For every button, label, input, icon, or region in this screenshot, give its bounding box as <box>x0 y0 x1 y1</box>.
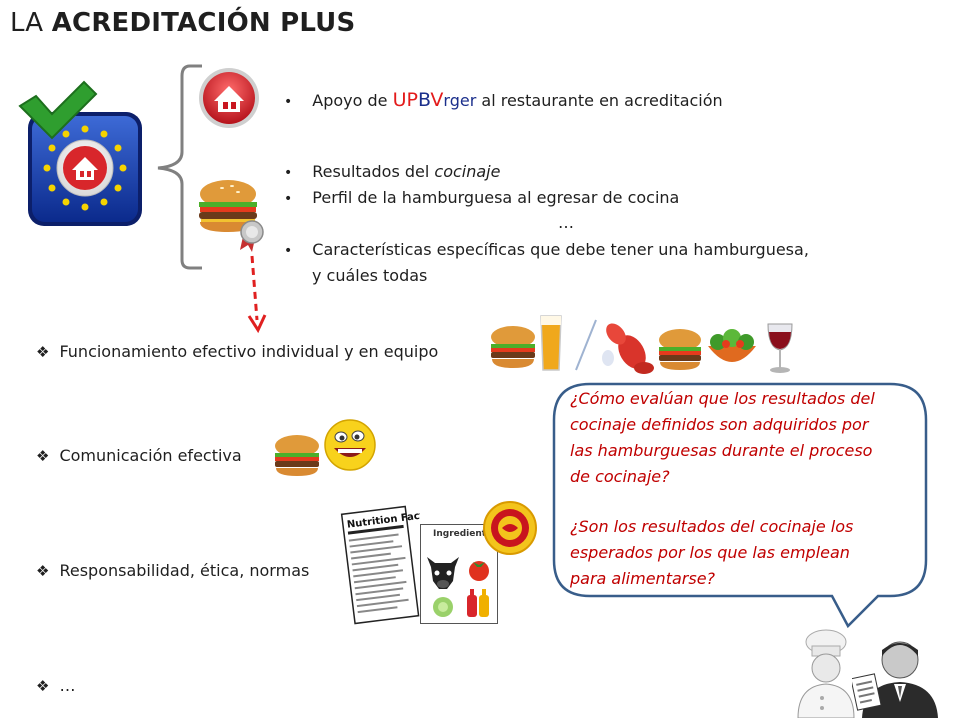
bullet-ellipsis: … <box>558 213 574 232</box>
brace-divider <box>157 64 202 270</box>
item-more: ❖… <box>36 676 76 695</box>
burger-icon <box>275 435 319 476</box>
eu-house-badge-icon <box>18 80 142 226</box>
beer-icon <box>540 315 562 371</box>
ingredients-title: Ingredients <box>433 529 492 539</box>
smiley-icon <box>324 419 376 471</box>
speech-bubble-text: ¿Cómo evalúan que los resultados del coc… <box>570 389 875 588</box>
burger-icon <box>659 329 701 370</box>
burger-icon <box>199 180 264 252</box>
medal-icon <box>240 220 264 252</box>
businessman-icon <box>852 641 938 718</box>
tomato-icon <box>469 561 489 581</box>
dashed-arrow <box>247 255 267 334</box>
bullet-support: •Apoyo de UPBVrger al restaurante en acr… <box>284 89 723 111</box>
bullet-results: •Resultados del cocinaje <box>284 162 501 181</box>
checkmark-icon <box>18 80 98 140</box>
lobster-icon <box>602 323 654 374</box>
page-title: LA ACREDITACIÓN PLUS <box>10 8 356 38</box>
speech-bubble-shape <box>552 382 928 629</box>
item-responsibility: ❖Responsabilidad, ética, normas <box>36 561 310 580</box>
ingredients-icons <box>427 557 489 617</box>
cow-icon <box>427 557 459 589</box>
bullet-characteristics: •Características específicas que debe te… <box>284 240 809 259</box>
divider-slash <box>575 319 597 371</box>
wine-icon <box>767 323 793 373</box>
ingredients-card: Ingredients <box>420 524 498 624</box>
house-icon <box>199 68 259 128</box>
item-communication: ❖Comunicación efectiva <box>36 446 242 465</box>
bullet-profile: •Perfil de la hamburguesa al egresar de … <box>284 188 680 207</box>
bullet-characteristics-cont: y cuáles todas <box>312 266 428 285</box>
burger-icon <box>491 326 535 368</box>
sauce-bottles-icon <box>467 589 489 617</box>
item-teamwork: ❖Funcionamiento efectivo individual y en… <box>36 342 439 361</box>
cabbage-icon <box>433 597 453 617</box>
quality-seal-icon <box>483 501 537 555</box>
salad-icon <box>708 329 756 362</box>
nutrition-facts-label: Nutrition Facts <box>340 505 420 625</box>
chef-icon <box>797 629 855 718</box>
